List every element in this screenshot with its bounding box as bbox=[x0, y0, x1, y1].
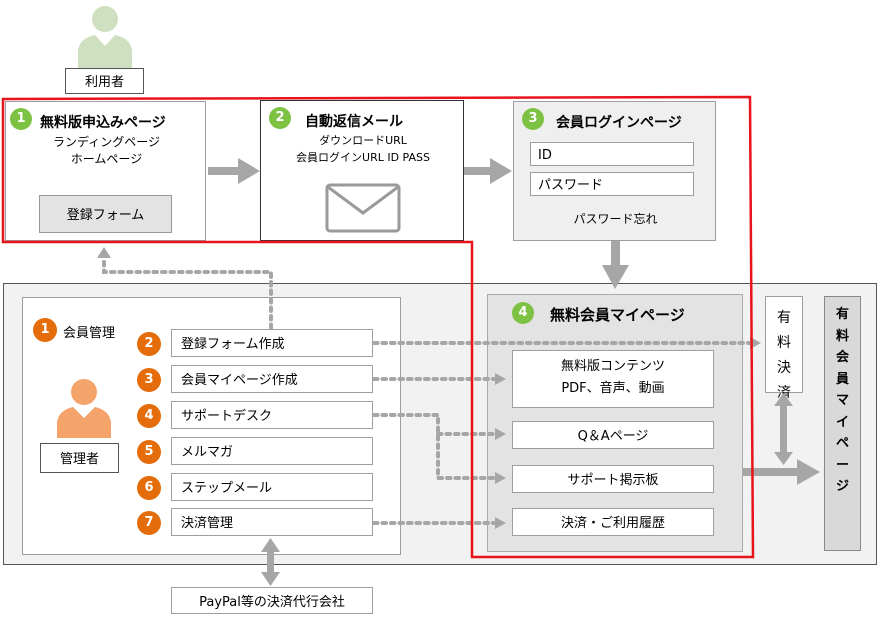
admin-item-label: 決済管理 bbox=[181, 516, 234, 531]
step4-item-line1: 無料版コンテンツ bbox=[560, 359, 665, 374]
admin-item-number: 7 bbox=[137, 511, 161, 535]
step2-number: 2 bbox=[269, 107, 291, 129]
solid-arrows bbox=[208, 158, 820, 485]
step4-item-label: 決済・ご利用履歴 bbox=[560, 516, 665, 531]
id-field-label: ID bbox=[538, 148, 552, 163]
step4-title: 無料会員マイページ bbox=[550, 306, 685, 324]
paid-mypage-box: 有料会員マイページ bbox=[824, 296, 861, 551]
double-arrow-paypal bbox=[261, 538, 280, 586]
admin-item-label: ステップメール bbox=[181, 481, 273, 496]
step3-number: 3 bbox=[522, 108, 544, 130]
admin-item-mailmag[interactable]: メルマガ bbox=[171, 437, 373, 465]
step4-item-history[interactable]: 決済・ご利用履歴 bbox=[512, 508, 714, 536]
paid-settlement-box: 有料決済 bbox=[765, 296, 803, 401]
arrow-step4-to-paid bbox=[743, 468, 799, 476]
step2-line1: ダウンロードURL bbox=[319, 134, 407, 147]
paypal-box: PayPal等の決済代行会社 bbox=[171, 587, 373, 614]
paid-settlement-label: 有料決済 bbox=[777, 310, 791, 401]
paypal-label: PayPal等の決済代行会社 bbox=[199, 595, 345, 610]
step4-item-line2: PDF、音声、動画 bbox=[561, 381, 665, 396]
dotted-arrowheads bbox=[97, 247, 761, 529]
step4-item-forum[interactable]: サポート掲示板 bbox=[512, 465, 714, 493]
admin-item-label: メルマガ bbox=[181, 445, 234, 460]
admin-item-label: サポートデスク bbox=[181, 409, 273, 424]
arrow-step1-to-step2-head bbox=[238, 158, 260, 184]
password-field-label: パスワード bbox=[538, 178, 604, 193]
arrow-step2-to-step3-head bbox=[490, 158, 512, 184]
admin-item-label: 登録フォーム作成 bbox=[181, 337, 285, 352]
admin-person-icon bbox=[53, 376, 115, 438]
id-field[interactable]: ID bbox=[530, 142, 694, 166]
arrow-step3-to-step4-head bbox=[602, 265, 629, 289]
envelope-icon bbox=[325, 183, 401, 233]
step4-item-label: サポート掲示板 bbox=[567, 473, 659, 488]
arrow-step2-to-step3 bbox=[464, 167, 492, 175]
step4-item-qa[interactable]: Q＆Aページ bbox=[512, 421, 714, 449]
admin-item-number: 2 bbox=[137, 332, 161, 356]
arrow-step4-to-paid-head bbox=[797, 459, 820, 485]
step1-box: 1 無料版申込みページ ランディングページ ホームページ 登録フォーム bbox=[5, 101, 206, 241]
admin-item-number: 3 bbox=[137, 368, 161, 392]
step4-item-label: Q＆Aページ bbox=[577, 429, 649, 444]
paid-mypage-label: 有料会員マイページ bbox=[836, 307, 850, 494]
admin-item-number: 6 bbox=[137, 476, 161, 500]
step2-line2: 会員ログインURL ID PASS bbox=[296, 151, 430, 164]
forgot-password-link[interactable]: パスワード忘れ bbox=[573, 212, 658, 226]
step1-line2: ホームページ bbox=[70, 152, 143, 166]
step3-title: 会員ログインページ bbox=[556, 115, 682, 131]
admin-item-label: 会員マイページ作成 bbox=[181, 373, 298, 388]
register-form-button[interactable]: 登録フォーム bbox=[39, 195, 172, 233]
admin-item-mypage[interactable]: 会員マイページ作成 bbox=[171, 365, 373, 393]
dotted-connectors bbox=[102, 256, 752, 525]
admin-item-register-form[interactable]: 登録フォーム作成 bbox=[171, 329, 373, 357]
register-form-label: 登録フォーム bbox=[66, 208, 145, 223]
admin-item-support[interactable]: サポートデスク bbox=[171, 401, 373, 429]
step1-title: 無料版申込みページ bbox=[40, 115, 166, 131]
admin-number: 1 bbox=[33, 318, 57, 342]
admin-item-number: 5 bbox=[137, 440, 161, 464]
double-arrow-paid bbox=[774, 393, 793, 465]
admin-item-stepmail[interactable]: ステップメール bbox=[171, 473, 373, 501]
user-label: 利用者 bbox=[84, 75, 124, 90]
step3-box: 3 会員ログインページ ID パスワード パスワード忘れ bbox=[513, 101, 716, 241]
dotted-form-to-step1 bbox=[102, 256, 273, 330]
dotted-support-to-forum bbox=[372, 413, 497, 480]
step4-item-contents[interactable]: 無料版コンテンツ PDF、音声、動画 bbox=[512, 350, 714, 408]
step1-number: 1 bbox=[10, 108, 32, 130]
user-silhouette-icon bbox=[70, 2, 140, 68]
arrow-step1-to-step2 bbox=[208, 167, 240, 175]
admin-item-number: 4 bbox=[137, 404, 161, 428]
step4-number: 4 bbox=[512, 302, 534, 324]
step2-title: 自動返信メール bbox=[305, 114, 403, 130]
highlight-outline bbox=[1, 95, 755, 559]
step2-box: 2 自動返信メール ダウンロードURL 会員ログインURL ID PASS bbox=[260, 100, 464, 241]
step1-line1: ランディングページ bbox=[53, 135, 160, 149]
password-field[interactable]: パスワード bbox=[530, 172, 694, 196]
user-label-box: 利用者 bbox=[65, 68, 144, 94]
admin-title: 会員管理 bbox=[63, 326, 116, 341]
admin-label-box: 管理者 bbox=[40, 443, 119, 473]
admin-label: 管理者 bbox=[59, 452, 99, 467]
arrow-step3-to-step4 bbox=[611, 241, 620, 267]
